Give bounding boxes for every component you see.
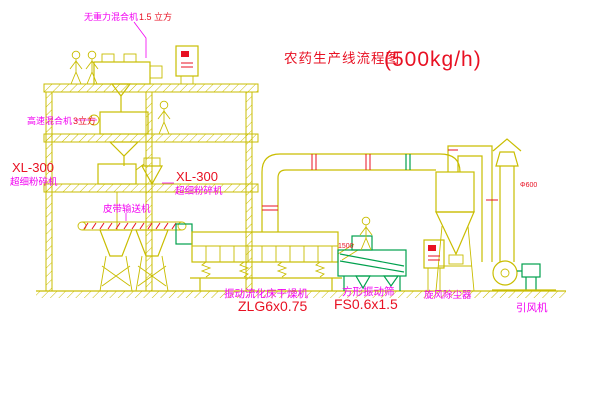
dryer-model: ZLG6x0.75 (238, 298, 307, 314)
leader-lines (74, 21, 174, 221)
person-figure (359, 216, 373, 251)
person-figure (157, 100, 171, 135)
gravity-mixer-size: 1.5 立方 (139, 11, 172, 22)
steel-structure (43, 83, 259, 292)
stack-dimension: Φ600 (520, 182, 537, 189)
person-figure (85, 50, 99, 85)
sieve-label: 方形振动筛 (342, 285, 395, 298)
exhaust-stack (492, 138, 522, 262)
fan-label: 引风机 (516, 301, 548, 314)
operator-figures (69, 50, 373, 251)
sieve-dimension: 1500 (338, 243, 354, 250)
control-panel-lower (423, 239, 445, 291)
crusher-mid-label: 超细粉碎机 (175, 185, 223, 197)
crusher-left-model: XL-300 (12, 160, 54, 175)
crusher-unit (97, 157, 164, 230)
belt-conveyor (77, 221, 187, 231)
high-speed-mixer-size: 3立方 (73, 115, 96, 126)
ground-hoppers (99, 229, 169, 292)
drawing-title: 农药生产线流程图 (284, 51, 400, 66)
fluid-bed-dryer (175, 223, 359, 291)
cyclone-label: 旋风除尘器 (424, 289, 472, 301)
crusher-mid-model: XL-300 (176, 169, 218, 184)
induced-draft-fan (492, 260, 556, 291)
sieve-model: FS0.6x1.5 (334, 296, 398, 312)
gravity-free-mixer (93, 53, 163, 112)
gravity-mixer-label: 无重力混合机 (84, 11, 138, 22)
control-panel-upper (175, 45, 199, 84)
belt-conveyor-label: 皮带输送机 (103, 203, 151, 215)
cyclone-separator (435, 145, 498, 292)
crusher-left-label: 超细粉碎机 (10, 176, 58, 188)
ground-line (36, 290, 566, 298)
exhaust-duct (261, 153, 461, 232)
person-figure (69, 50, 83, 85)
drawing-capacity: (500kg/h) (384, 48, 482, 71)
vibrating-sieve (337, 235, 407, 291)
dryer-label: 振动流化床干燥机 (224, 287, 308, 300)
high-speed-mixer-label: 高速混合机 (27, 115, 72, 126)
